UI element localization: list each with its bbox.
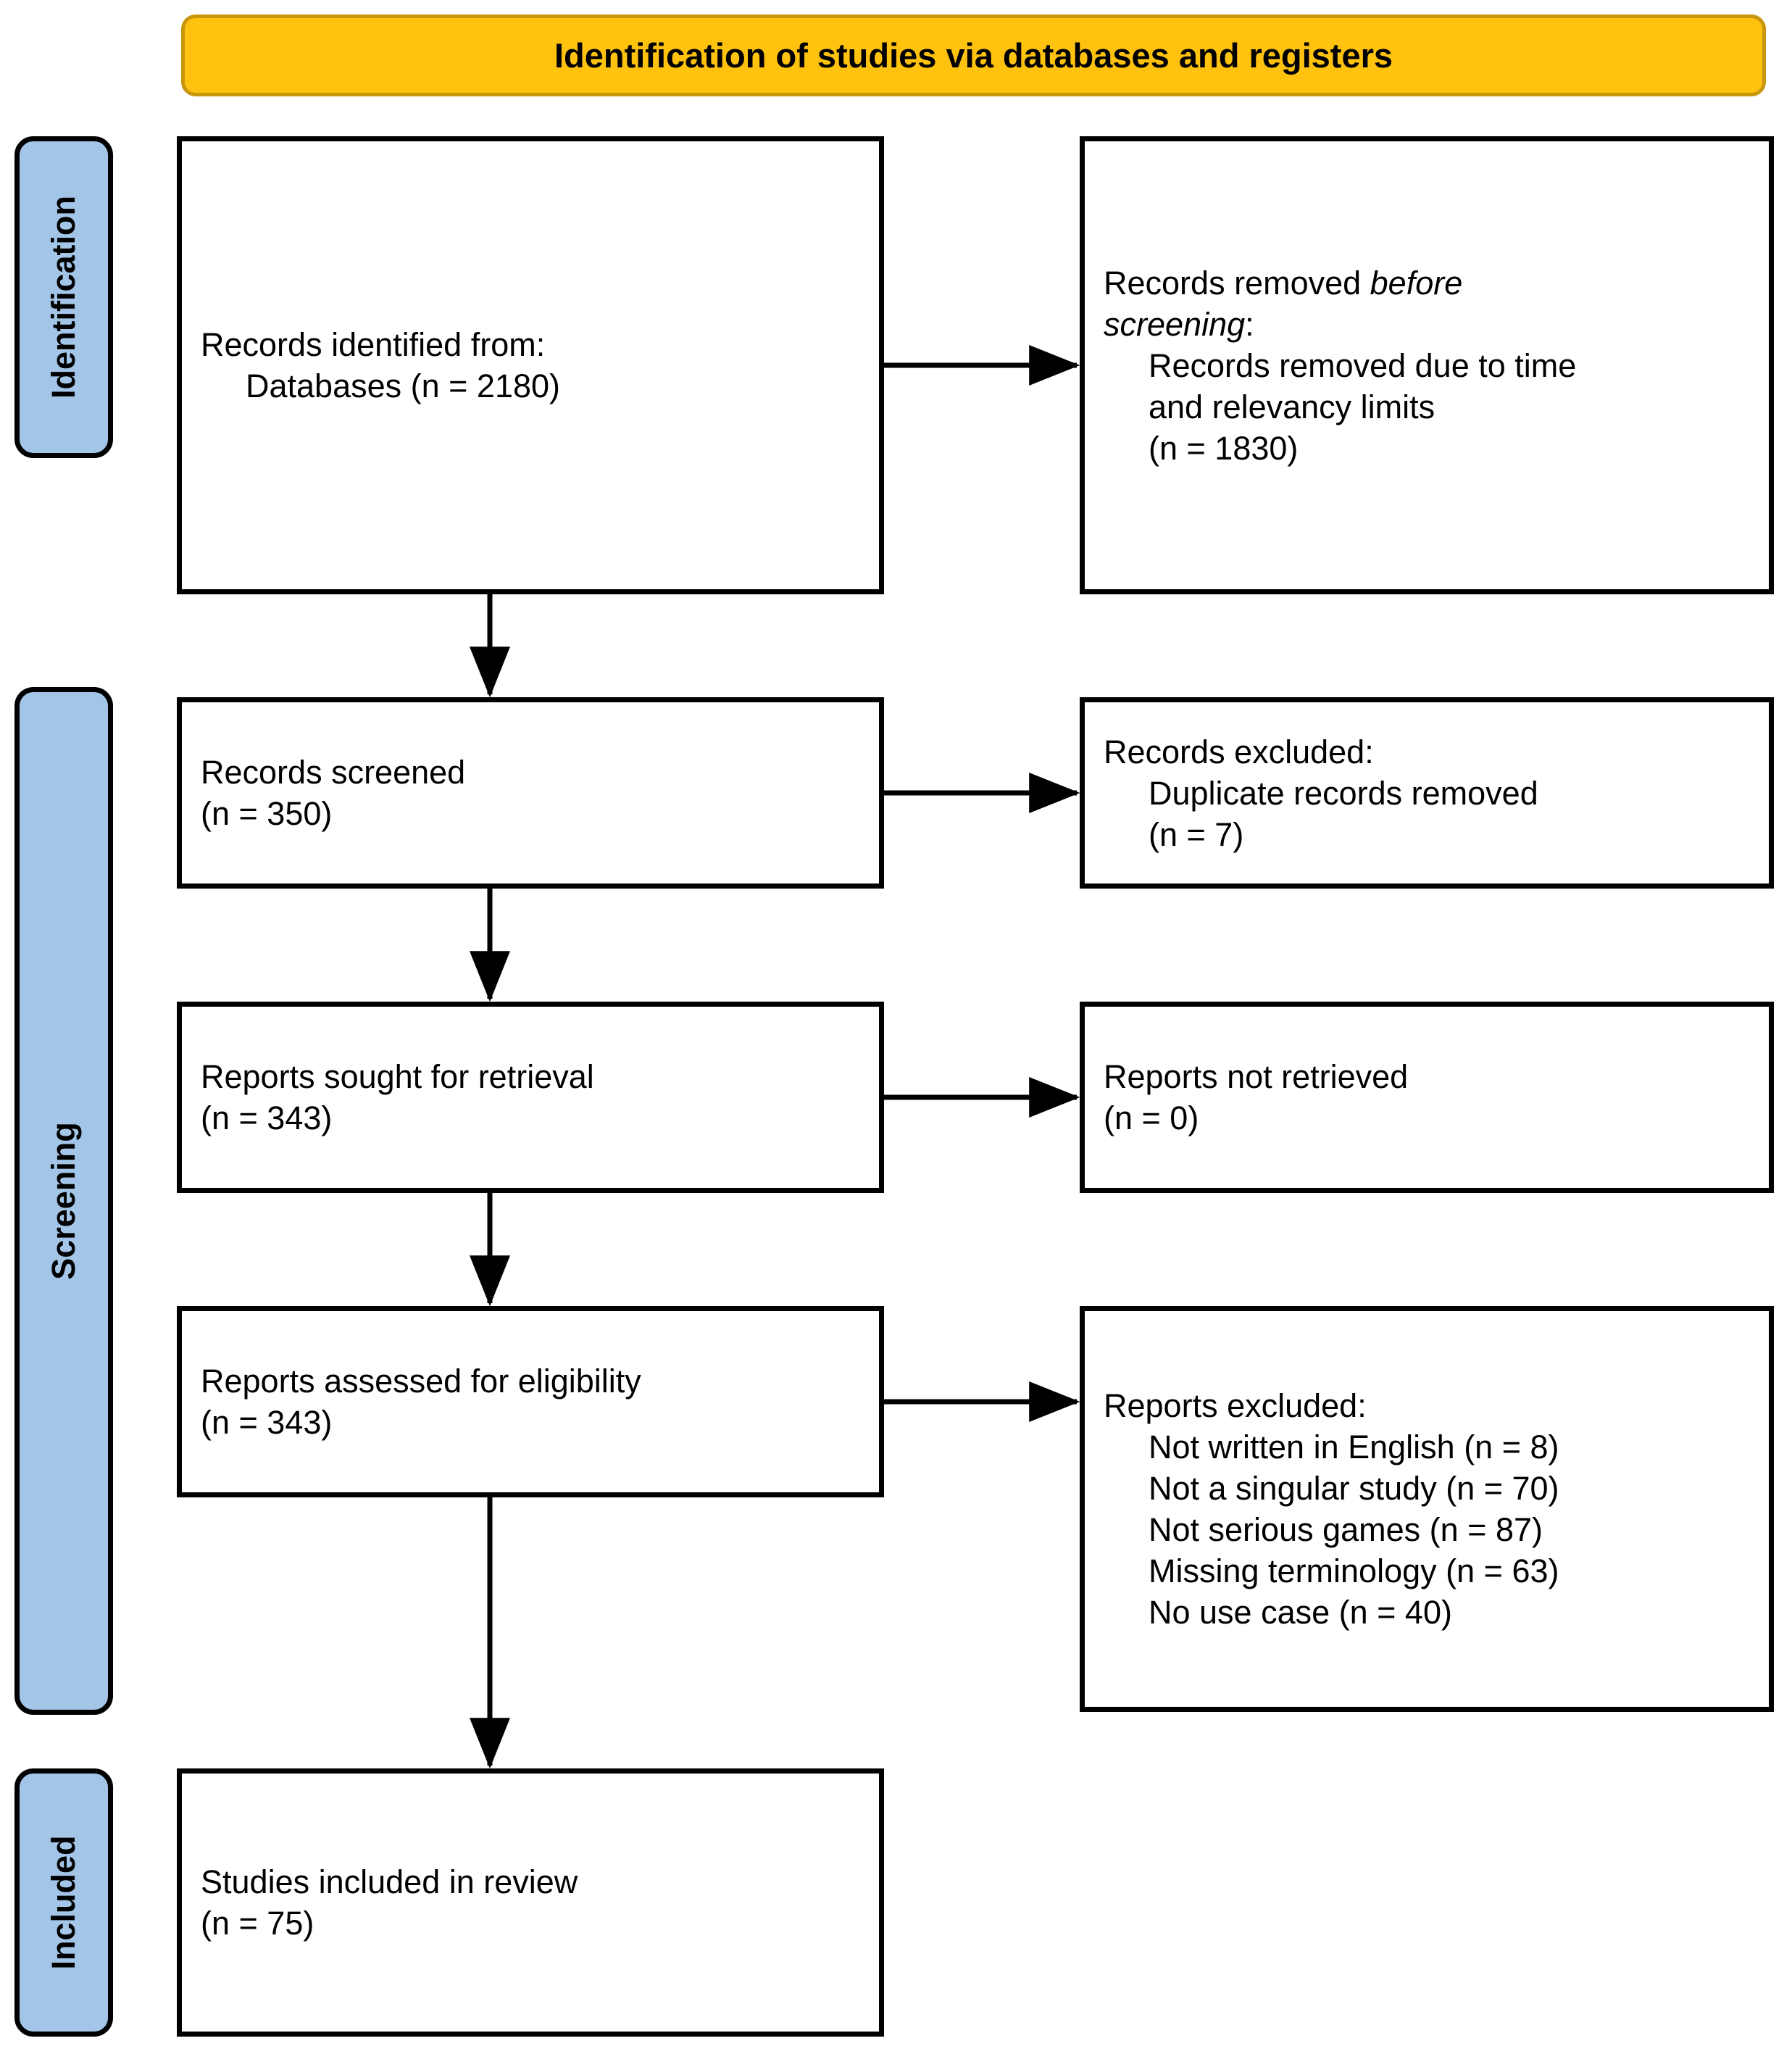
node-line: Records removed before <box>1104 262 1750 304</box>
node-reports-assessed-for-eligibility: Reports assessed for eligibility (n = 34… <box>177 1306 884 1497</box>
node-line: Records screened <box>201 754 466 791</box>
node-line: (n = 350) <box>201 795 333 832</box>
node-line: Not a singular study (n = 70) <box>1149 1470 1559 1507</box>
node-line: screening: <box>1104 304 1750 345</box>
node-line: (n = 75) <box>201 1905 314 1942</box>
node-line: Reports sought for retrieval <box>201 1058 594 1095</box>
page-title: Identification of studies via databases … <box>554 36 1393 75</box>
node-line: Missing terminology (n = 63) <box>1149 1552 1559 1589</box>
node-line: Reports not retrieved <box>1104 1058 1409 1095</box>
node-line: Records identified from: <box>201 326 546 363</box>
node-records-screened-text: Records screened (n = 350) <box>182 752 879 834</box>
node-records-identified: Records identified from: Databases (n = … <box>177 136 884 594</box>
node-line-emphasis: screening <box>1104 305 1246 343</box>
node-line: Databases (n = 2180) <box>246 367 561 404</box>
node-line: Records excluded: <box>1104 733 1374 770</box>
stage-rail-identification: Identification <box>14 136 113 458</box>
stage-rail-screening: Screening <box>14 687 113 1715</box>
diagram-header-banner: Identification of studies via databases … <box>181 14 1766 96</box>
node-reports-not-retrieved-text: Reports not retrieved (n = 0) <box>1085 1056 1769 1139</box>
node-studies-included-in-review: Studies included in review (n = 75) <box>177 1768 884 2037</box>
node-records-excluded: Records excluded: Duplicate records remo… <box>1080 697 1774 889</box>
node-reports-sought-for-retrieval: Reports sought for retrieval (n = 343) <box>177 1002 884 1193</box>
node-line: (n = 343) <box>201 1404 333 1441</box>
node-reports-excluded: Reports excluded: Not written in English… <box>1080 1306 1774 1712</box>
node-line-part: : <box>1245 305 1254 343</box>
node-line-emphasis: before <box>1370 264 1463 302</box>
node-records-screened: Records screened (n = 350) <box>177 697 884 889</box>
node-line: Reports assessed for eligibility <box>201 1363 641 1400</box>
node-line-part: Records removed <box>1104 264 1370 302</box>
node-line: Not written in English (n = 8) <box>1149 1429 1559 1465</box>
node-line: (n = 7) <box>1149 815 1244 853</box>
node-reports-not-retrieved: Reports not retrieved (n = 0) <box>1080 1002 1774 1193</box>
stage-rail-included: Included <box>14 1768 113 2037</box>
node-records-excluded-text: Records excluded: Duplicate records remo… <box>1085 731 1769 855</box>
node-records-identified-text: Records identified from: Databases (n = … <box>182 324 879 407</box>
node-reports-excluded-text: Reports excluded: Not written in English… <box>1085 1385 1769 1633</box>
stage-label-identification: Identification <box>45 196 82 399</box>
node-reports-assessed-for-eligibility-text: Reports assessed for eligibility (n = 34… <box>182 1360 879 1443</box>
stage-label-included: Included <box>45 1835 82 1970</box>
node-line: (n = 1830) <box>1149 429 1299 467</box>
node-reports-sought-for-retrieval-text: Reports sought for retrieval (n = 343) <box>182 1056 879 1139</box>
node-line: (n = 0) <box>1104 1099 1199 1136</box>
node-line: Studies included in review <box>201 1863 578 1900</box>
stage-label-screening: Screening <box>45 1122 82 1280</box>
node-records-removed-before-screening: Records removed before screening: Record… <box>1080 136 1774 594</box>
node-line: No use case (n = 40) <box>1149 1594 1452 1631</box>
node-line: Reports excluded: <box>1104 1387 1367 1424</box>
node-line: Records removed due to time <box>1149 346 1577 384</box>
node-records-removed-before-screening-text: Records removed before screening: Record… <box>1085 262 1769 469</box>
node-line: Not serious games (n = 87) <box>1149 1511 1543 1548</box>
node-line: Duplicate records removed <box>1149 774 1538 812</box>
node-line: (n = 343) <box>201 1099 333 1136</box>
node-studies-included-in-review-text: Studies included in review (n = 75) <box>182 1861 879 1944</box>
node-line: and relevancy limits <box>1149 388 1435 425</box>
